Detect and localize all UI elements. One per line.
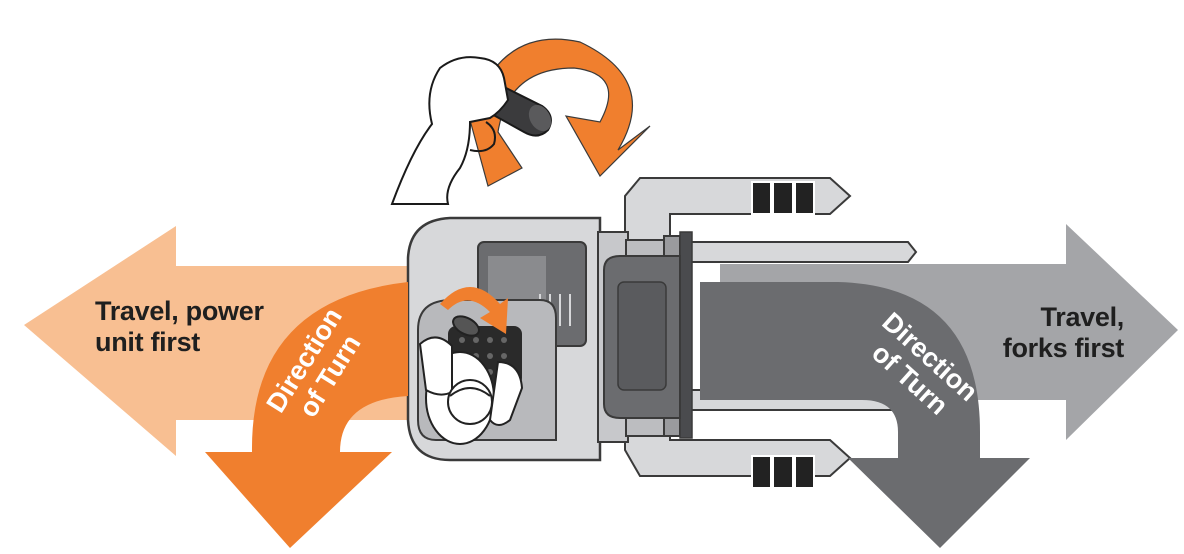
mast-section: [604, 256, 680, 418]
travel-power-unit-first-label: Travel, power unit first: [95, 296, 264, 358]
travel-power-unit-first-line2: unit first: [95, 327, 264, 358]
travel-forks-first-line1: Travel,: [1003, 302, 1124, 333]
travel-forks-first-label: Travel, forks first: [1003, 302, 1124, 364]
travel-forks-first-line2: forks first: [1003, 333, 1124, 364]
travel-power-unit-first-line1: Travel, power: [95, 296, 264, 327]
